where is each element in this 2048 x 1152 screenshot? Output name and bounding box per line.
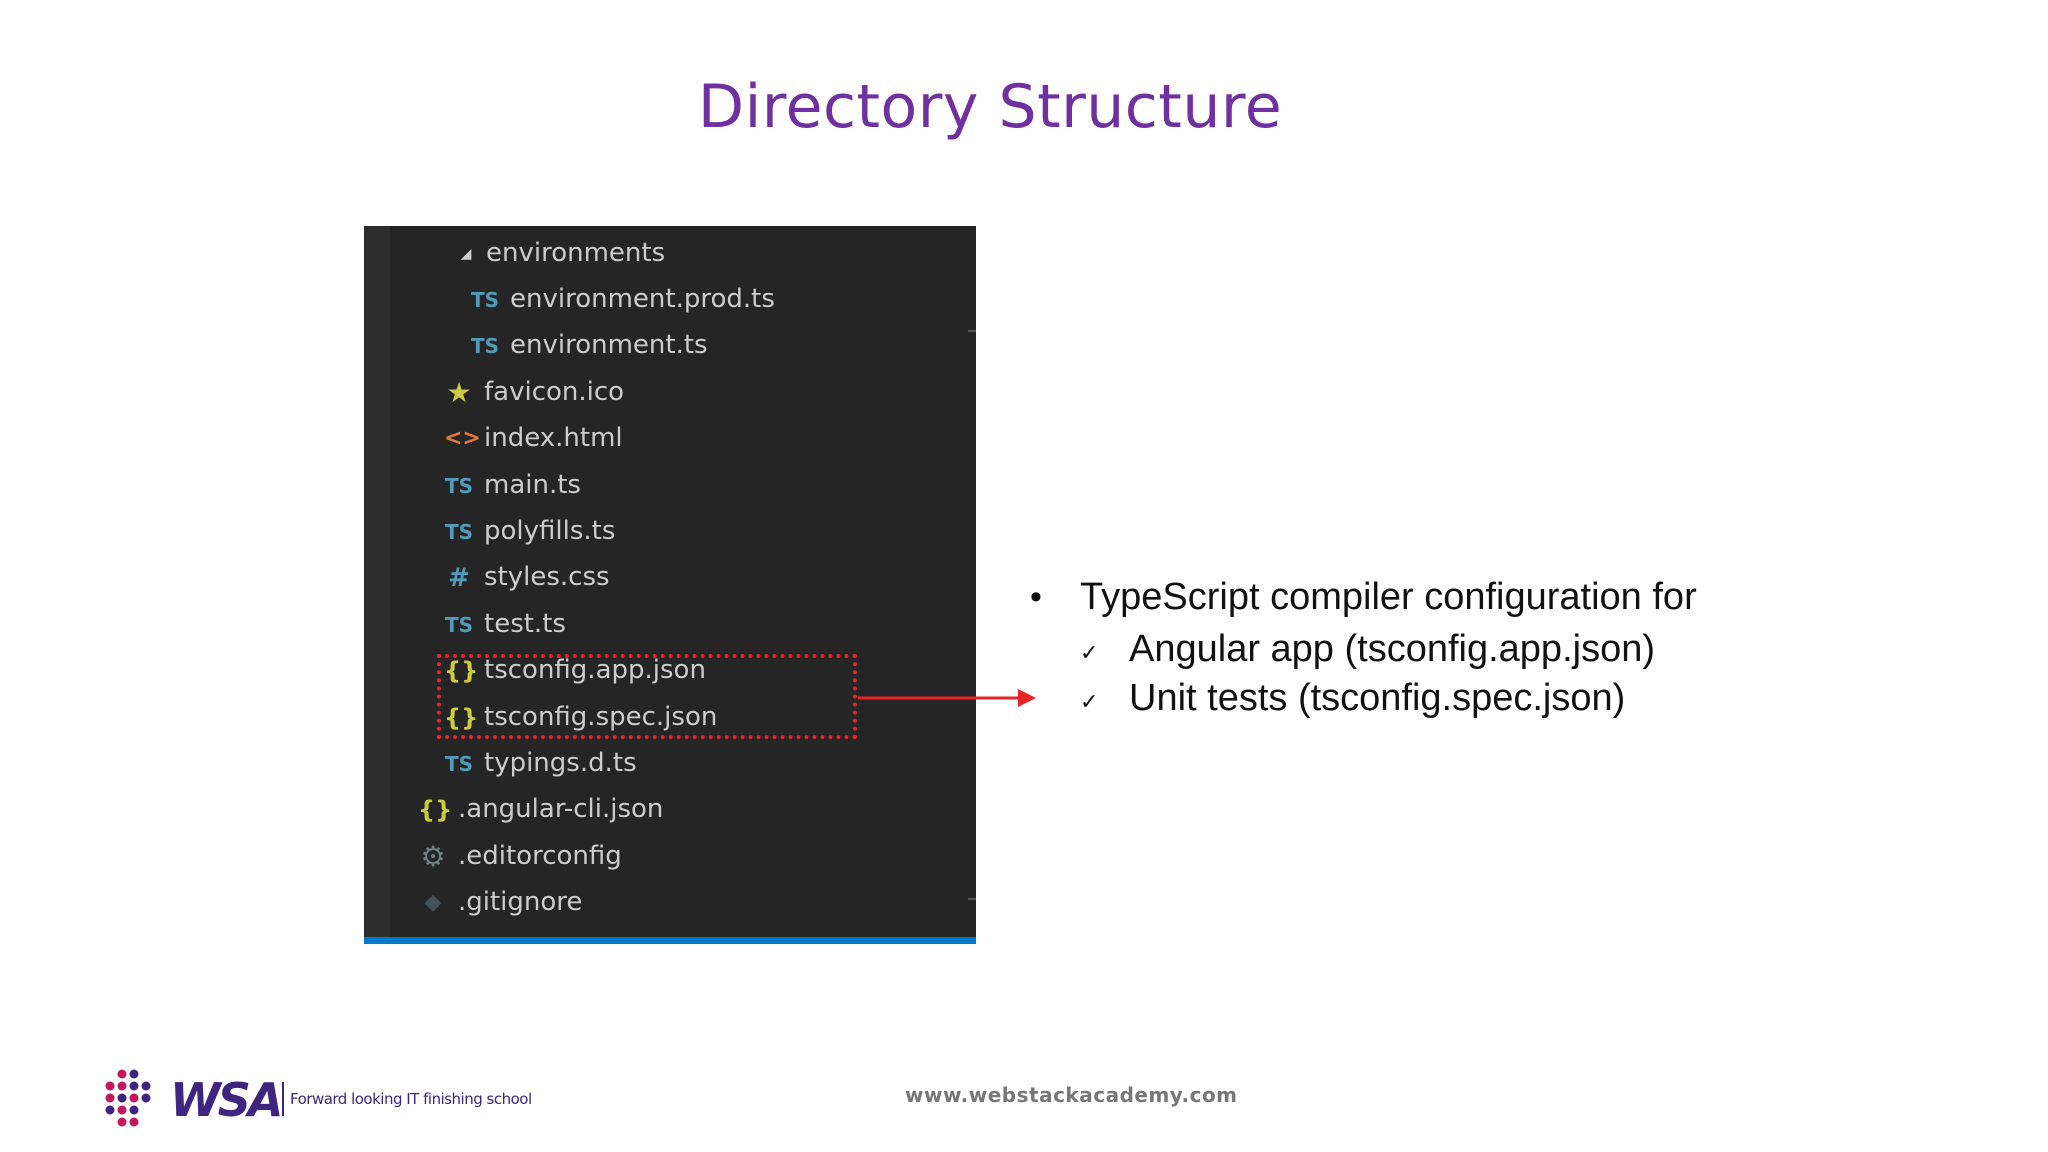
tree-item-file[interactable]: TS typings.d.ts [444, 740, 637, 786]
ts-icon: TS [470, 333, 500, 358]
tree-item-label: styles.css [484, 562, 610, 592]
tree-item-label: .editorconfig [458, 841, 622, 871]
tree-item-label: polyfills.ts [484, 516, 616, 546]
json-icon: {} [418, 795, 453, 824]
scroll-tick [968, 898, 976, 900]
sub-bullet-text: Angular app (tsconfig.app.json) [1129, 628, 1655, 670]
tree-item-file[interactable]: TS polyfills.ts [444, 508, 615, 554]
tree-item-file[interactable]: TS main.ts [444, 462, 581, 508]
pointer-arrow [858, 689, 1036, 707]
tree-item-label: favicon.ico [484, 377, 625, 407]
tree-item-file[interactable]: TS environment.ts [470, 322, 708, 368]
tree-item-label: main.ts [484, 470, 581, 500]
logo-tagline: Forward looking IT finishing school [290, 1090, 532, 1108]
file-explorer-screenshot: ◢ environments TS environment.prod.ts TS en… [364, 226, 976, 944]
footer-url: www.webstackacademy.com [905, 1083, 1238, 1107]
tree-item-label: .angular-cli.json [458, 794, 664, 824]
git-icon: ◆ [424, 889, 442, 915]
html-icon: <> [444, 425, 481, 451]
ts-icon: TS [444, 612, 474, 637]
tree-item-label: environment.prod.ts [510, 284, 775, 314]
tree-item-file[interactable]: {}tsconfig.app.json [444, 647, 706, 693]
tree-item-file[interactable]: {}tsconfig.spec.json [444, 694, 717, 740]
highlight-dotted-box [437, 654, 857, 739]
bullet-dot: • [1030, 578, 1042, 616]
tree-item-label: .gitignore [458, 887, 583, 917]
slide-title: Directory Structure [697, 72, 1283, 142]
ts-icon: TS [444, 751, 474, 776]
wsa-logo-dots-icon [105, 1069, 151, 1127]
sub-bullet-text: Unit tests (tsconfig.spec.json) [1129, 677, 1626, 719]
tree-item-label: environments [486, 238, 666, 268]
ts-icon: TS [444, 519, 474, 544]
tree-item-file[interactable]: TS environment.prod.ts [470, 276, 775, 322]
json-icon: {} [444, 656, 479, 685]
json-icon: {} [444, 703, 479, 732]
tree-item-label: tsconfig.app.json [484, 655, 706, 685]
tree-item-file[interactable]: ◆ .gitignore [418, 879, 583, 925]
tree-item-label: tsconfig.spec.json [484, 702, 718, 732]
tree-item-file[interactable]: ★ favicon.ico [444, 369, 624, 415]
explorer-accent-bar [364, 937, 976, 944]
css-hash-icon: # [448, 562, 470, 593]
ts-icon: TS [470, 287, 500, 312]
star-icon: ★ [446, 375, 472, 409]
scroll-tick [968, 330, 976, 332]
check-icon: ✓ [1080, 640, 1099, 665]
logo-divider [282, 1082, 284, 1116]
tree-item-label: environment.ts [510, 330, 708, 360]
ts-icon: TS [444, 473, 474, 498]
tree-item-label: index.html [484, 423, 623, 453]
tree-item-environments-folder[interactable]: ◢ environments [456, 230, 666, 276]
check-icon: ✓ [1080, 689, 1099, 714]
tree-item-file[interactable]: <>index.html [444, 415, 623, 461]
tree-item-file[interactable]: ⚙ .editorconfig [418, 833, 622, 879]
tree-item-label: test.ts [484, 609, 566, 639]
logo-wordmark: WSA [170, 1073, 283, 1127]
explorer-left-strip [364, 226, 390, 938]
tree-item-label: typings.d.ts [484, 748, 637, 778]
tree-item-file[interactable]: {}.angular-cli.json [418, 786, 663, 832]
expanded-folder-triangle-icon: ◢ [460, 245, 472, 262]
gear-icon: ⚙ [420, 839, 446, 873]
bullet-text: TypeScript compiler configuration for [1080, 576, 1697, 618]
tree-item-file[interactable]: # styles.css [444, 554, 610, 600]
tree-item-file[interactable]: TS test.ts [444, 601, 566, 647]
